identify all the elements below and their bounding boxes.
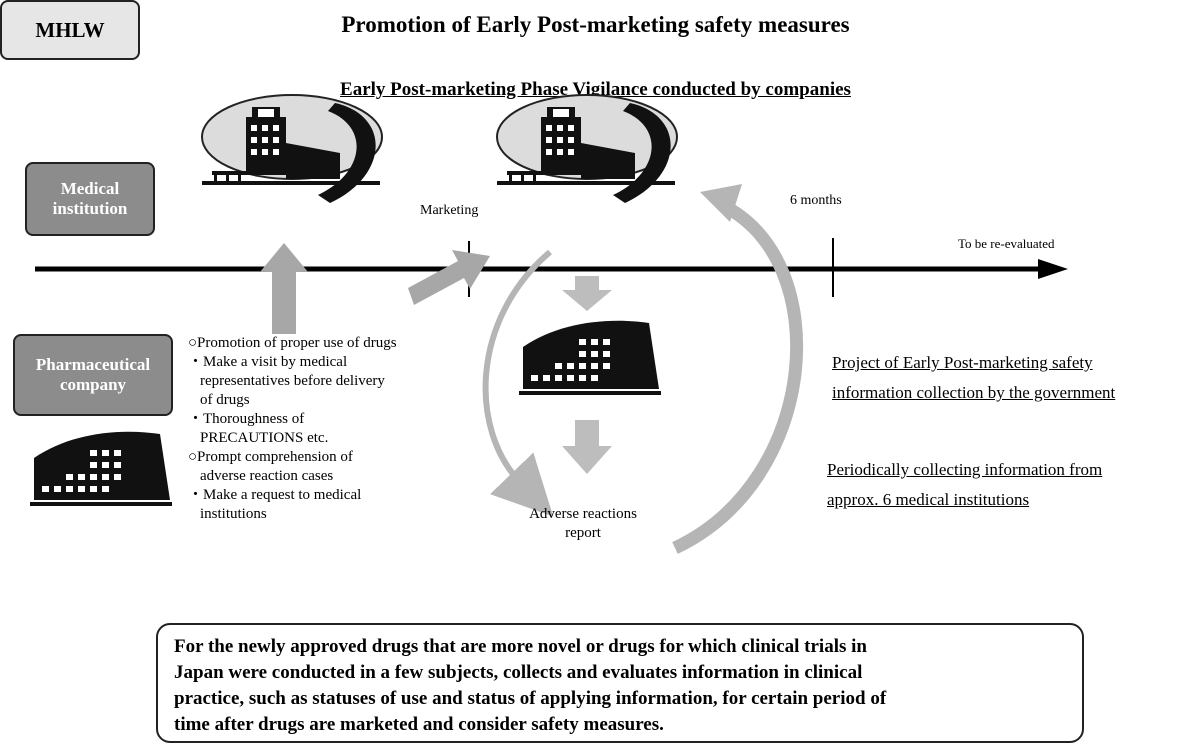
measure-line: ・Thoroughness of: [188, 411, 305, 427]
periodic-collection-text: Periodically collecting information from…: [827, 460, 1103, 509]
marketing-label: Marketing: [420, 203, 479, 218]
measure-line: representatives before delivery: [200, 373, 385, 389]
company-building-icon: [30, 431, 172, 506]
measure-line: ○Promotion of proper use of drugs: [188, 335, 397, 351]
summary-line: time after drugs are marketed and consid…: [174, 714, 664, 735]
up-arrow: [260, 243, 308, 334]
six-months-label: 6 months: [790, 193, 842, 208]
measure-line: ○Prompt comprehension of: [188, 449, 353, 465]
measure-line: ・Make a visit by medical: [188, 354, 348, 370]
hospital-icon: [201, 94, 383, 203]
summary-box: For the newly approved drugs that are mo…: [156, 623, 1084, 743]
mhlw-box: MHLW: [0, 0, 140, 60]
summary-line: practice, such as statuses of use and st…: [174, 688, 887, 709]
measure-line: of drugs: [200, 392, 250, 408]
diagonal-arrow: [408, 250, 490, 305]
timeline-arrowhead: [1038, 259, 1068, 279]
company-measures-list: ○Promotion of proper use of drugs ・Make …: [188, 334, 460, 524]
down-arrow: [562, 420, 612, 474]
feedback-arrowhead: [700, 184, 742, 222]
timeline: [35, 238, 1068, 297]
measure-line: institutions: [200, 506, 267, 522]
down-arrow: [562, 276, 612, 311]
page-title: Promotion of Early Post-marketing safety…: [341, 12, 850, 37]
hospital-icon: [496, 94, 678, 203]
re-evaluated-label: To be re-evaluated: [958, 236, 1055, 251]
feedback-curve-arrow: [672, 199, 804, 554]
measure-line: adverse reaction cases: [200, 468, 334, 484]
company-building-icon: [519, 320, 661, 395]
measure-line: PRECAUTIONS etc.: [200, 430, 329, 446]
report-curve-arrow: [482, 249, 554, 517]
diagram-subtitle: Early Post-marketing Phase Vigilance con…: [340, 79, 851, 100]
summary-line: Japan were conducted in a few subjects, …: [174, 662, 863, 683]
summary-line: For the newly approved drugs that are mo…: [174, 636, 867, 657]
measure-line: ・Make a request to medical: [188, 487, 362, 503]
